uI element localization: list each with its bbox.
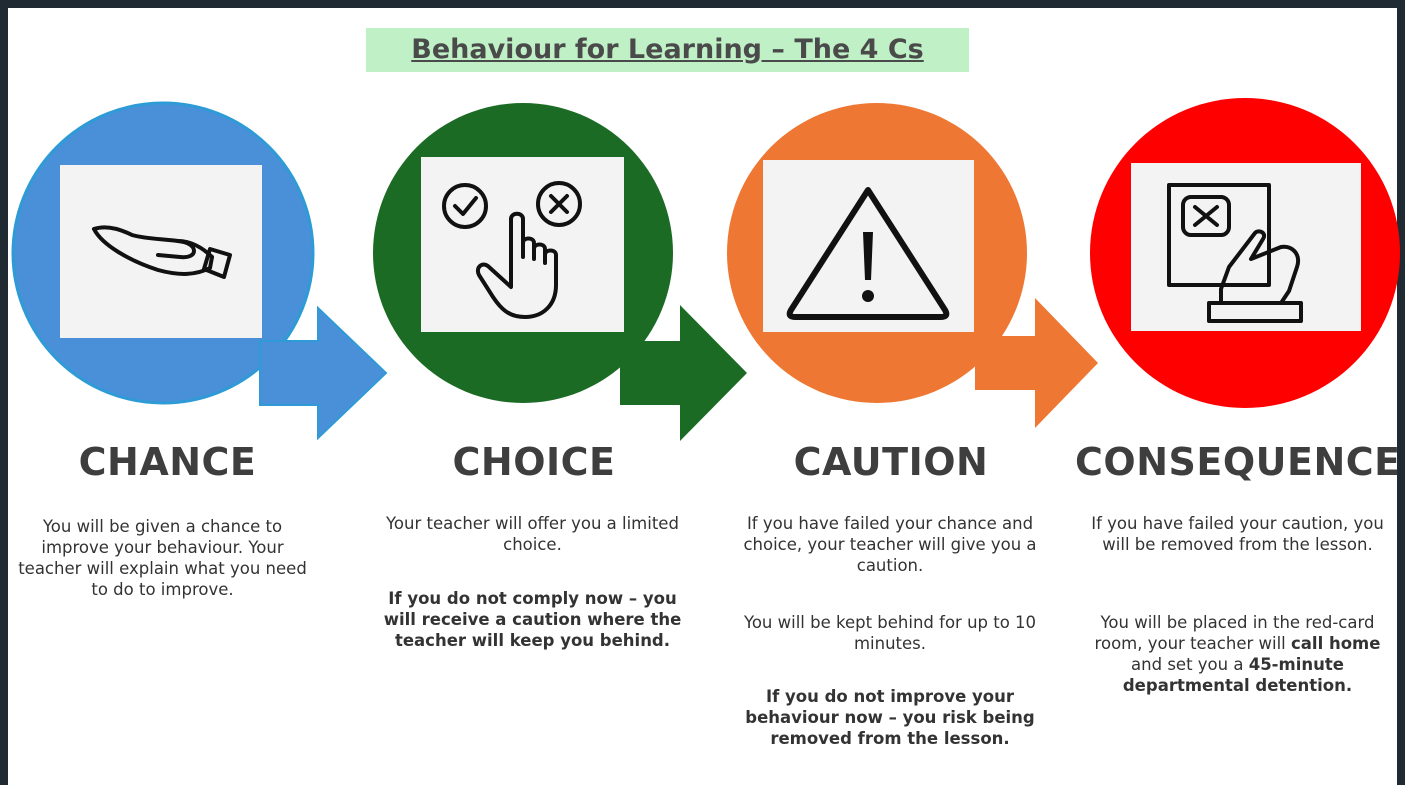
caution-icon-box [763,160,974,332]
frame-top-border [0,0,1405,8]
choice-warning: If you do not comply now – you will rece… [383,589,682,650]
consequence-details-text-c: and set you a [1131,655,1249,674]
consequence-details: You will be placed in the red-card room,… [1085,612,1390,696]
chance-heading: CHANCE [78,440,257,484]
consequence-description: If you have failed your caution, you wil… [1091,514,1384,554]
consequence-details-text-a: You will be placed in the red-card room,… [1094,613,1375,653]
title-banner: Behaviour for Learning – The 4 Cs [366,28,969,72]
consequence-icon-box [1131,163,1361,331]
red-card-hand-icon [1167,183,1303,323]
consequence-heading: CONSEQUENCE [1075,440,1401,484]
chance-description: You will be given a chance to improve yo… [18,517,307,599]
frame-right-border [1397,0,1405,785]
caution-warning: If you do not improve your behaviour now… [745,687,1035,748]
choice-heading: CHOICE [452,440,616,484]
choice-icon-box [421,157,624,332]
open-hand-icon [92,225,232,279]
chance-arrow [259,305,388,441]
chance-icon-box [60,165,262,338]
caution-time: You will be kept behind for up to 10 min… [743,613,1037,653]
frame-left-border [0,0,8,785]
caution-description: If you have failed your chance and choic… [743,514,1037,575]
choice-arrow [620,305,747,441]
consequence-call-home: call home [1291,634,1381,653]
choice-check-cross-icon [442,181,582,319]
choice-description: Your teacher will offer you a limited ch… [386,514,679,554]
caution-heading: CAUTION [793,440,989,484]
warning-triangle-icon [786,187,950,320]
caution-arrow [975,298,1098,428]
page-title: Behaviour for Learning – The 4 Cs [411,34,924,65]
consequence-detention: 45-minute departmental detention. [1122,655,1353,695]
